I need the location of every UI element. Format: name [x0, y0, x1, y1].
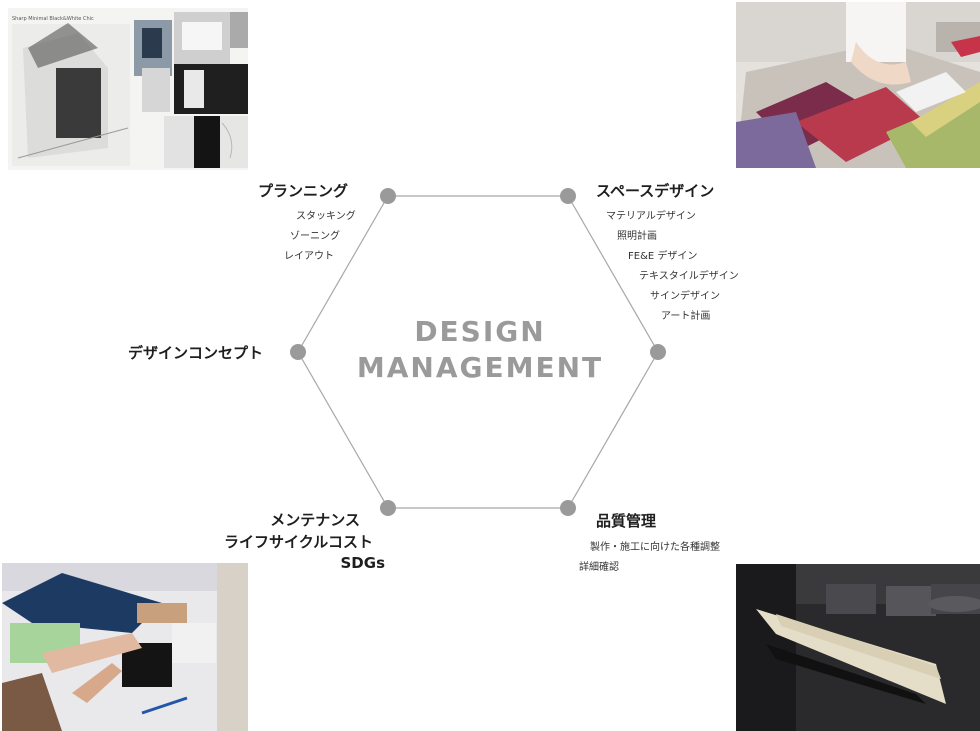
planning-item: ゾーニング	[290, 231, 340, 242]
planning-item: スタッキング	[296, 211, 356, 222]
node-dot-quality	[560, 500, 576, 516]
maintenance-line: SDGs	[340, 554, 386, 572]
moodboard-photo: Sharp Minimal Black&White Chic	[8, 8, 248, 170]
maintenance-line: メンテナンス	[270, 511, 360, 529]
wood-sample-photo	[736, 564, 980, 731]
maintenance-line: ライフサイクルコスト	[224, 533, 373, 551]
space-design-item: マテリアルデザイン	[606, 211, 696, 222]
space-design-title: スペースデザイン	[596, 182, 715, 200]
node-dot-planning	[380, 188, 396, 204]
center-title-line2: MANAGEMENT	[356, 351, 604, 384]
space-design-item: アート計画	[661, 311, 711, 322]
concept-title: デザインコンセプト	[128, 344, 264, 362]
node-dot-right	[650, 344, 666, 360]
center-title-line1: DESIGN	[414, 315, 546, 348]
moodboard-caption: Sharp Minimal Black&White Chic	[12, 16, 94, 22]
center-title: DESIGN MANAGEMENT	[340, 314, 620, 386]
fabric-samples-photo	[736, 2, 980, 168]
material-samples-photo	[2, 563, 248, 731]
space-design-item: サインデザイン	[650, 291, 720, 302]
quality-item: 詳細確認	[579, 562, 619, 573]
quality-item: 製作・施工に向けた各種調整	[590, 542, 720, 553]
space-design-item: 照明計画	[617, 231, 657, 242]
quality-title: 品質管理	[596, 512, 657, 530]
node-dot-concept	[290, 344, 306, 360]
space-design-item: FE&E デザイン	[628, 251, 698, 262]
space-design-item: テキスタイルデザイン	[639, 271, 739, 282]
planning-title: プランニング	[258, 182, 349, 200]
node-dot-space-design	[560, 188, 576, 204]
planning-item: レイアウト	[284, 251, 334, 262]
node-dot-maintenance	[380, 500, 396, 516]
